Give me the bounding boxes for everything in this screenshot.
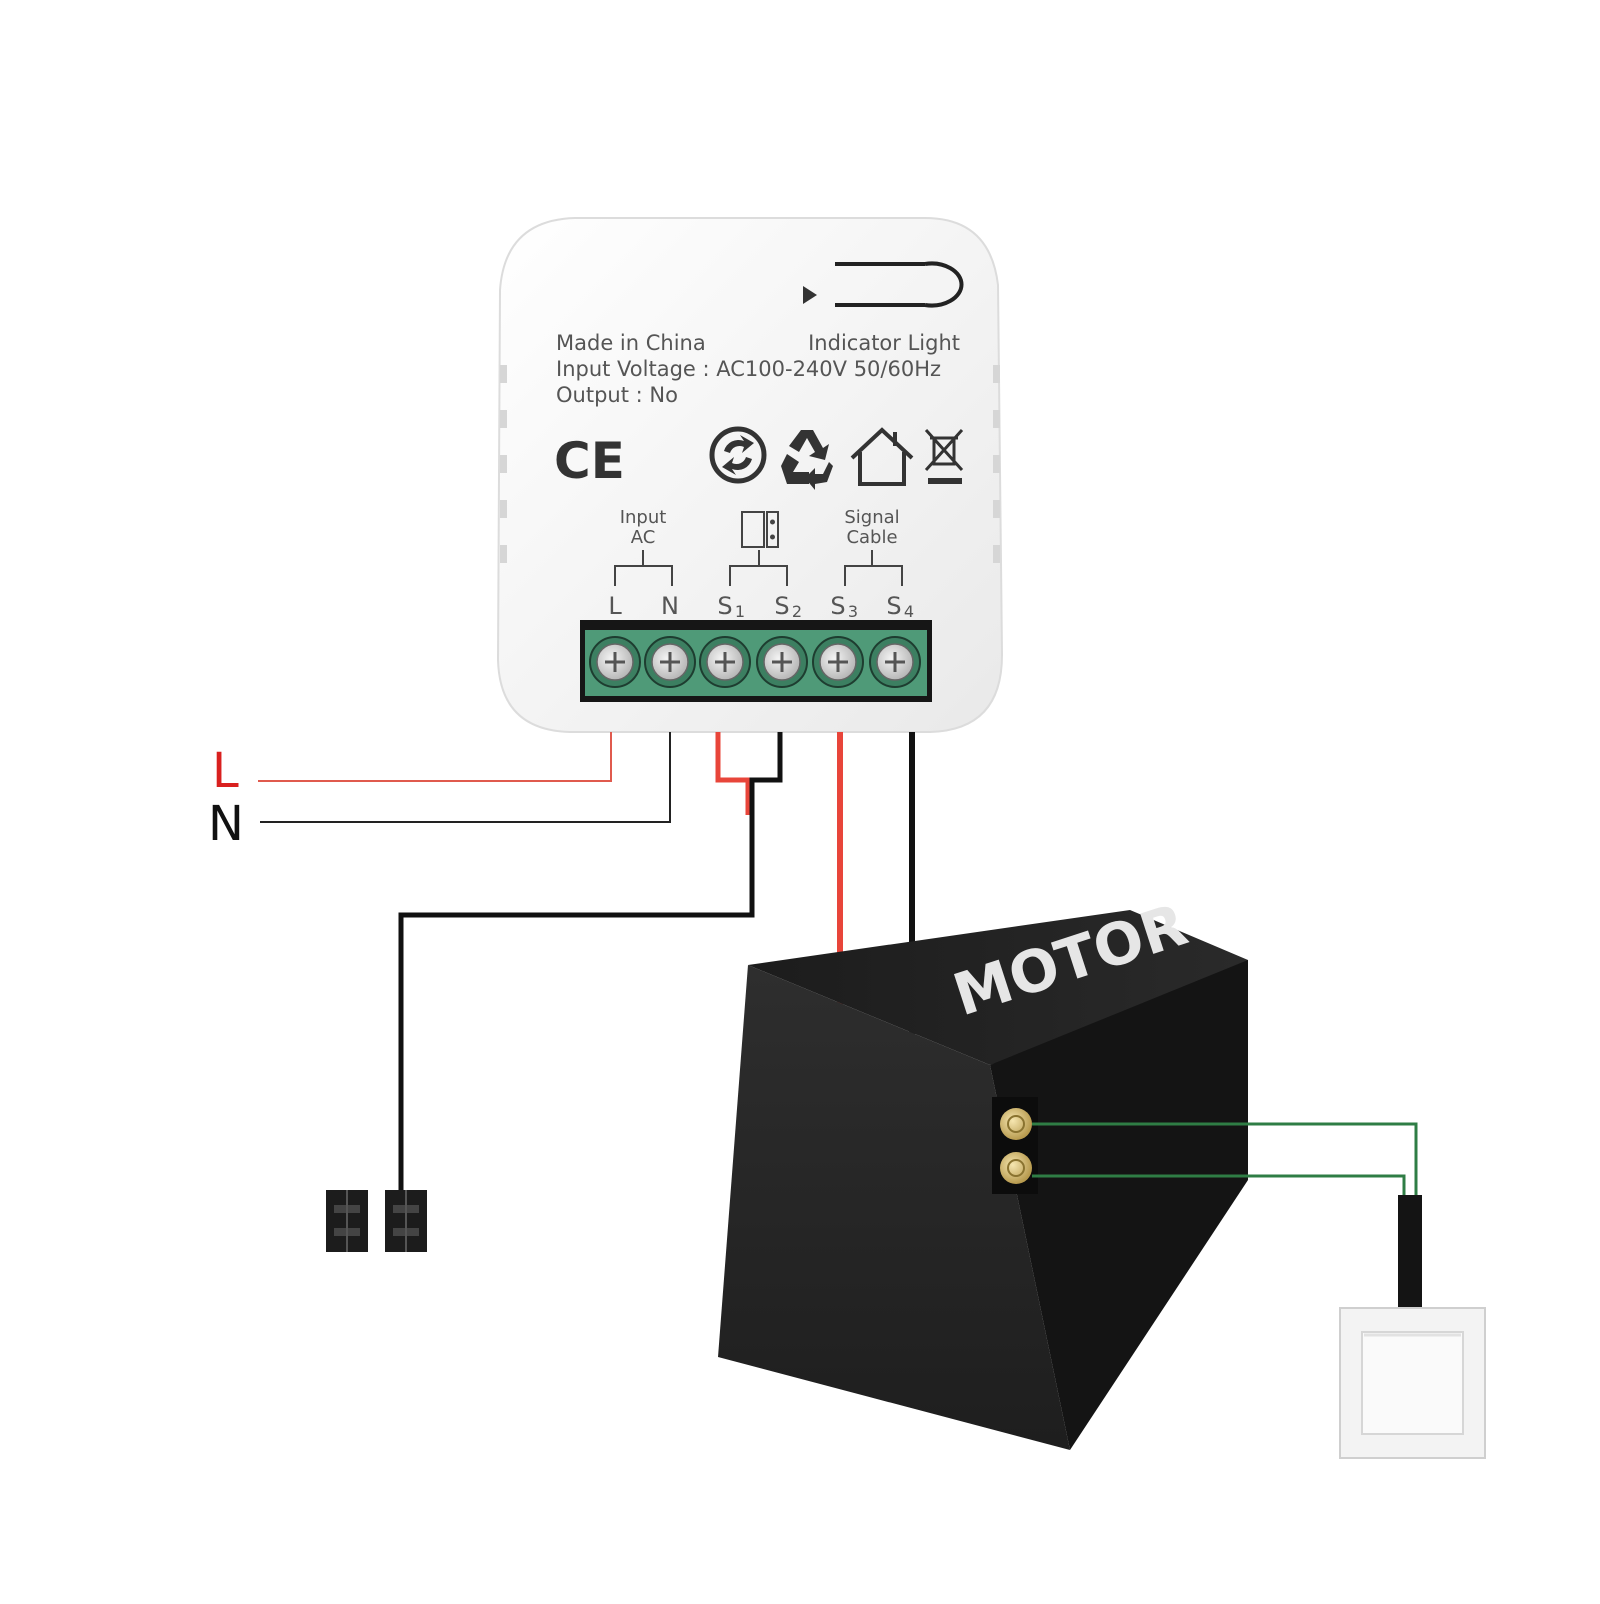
smart-module: Made in China Indicator Light Input Volt… — [496, 217, 1004, 733]
terminal-label-s2-sub: 2 — [792, 602, 802, 621]
terminal-label-s1: S — [717, 592, 732, 620]
terminal-labels: L N S 1 S 2 S 3 S 4 — [608, 592, 914, 621]
module-body — [496, 217, 1004, 733]
sensor-wire-red — [715, 732, 751, 815]
terminal-screw-s2 — [756, 636, 808, 688]
terminal-label-n: N — [661, 592, 679, 620]
door-sensor-mini-icon — [741, 511, 779, 548]
indicator-light-label: Indicator Light — [808, 331, 960, 355]
terminal-label-s4-sub: 4 — [904, 602, 914, 621]
live-wire — [258, 732, 612, 782]
terminal-label-s3: S — [830, 592, 845, 620]
signal-cable-label-line1: Signal — [844, 507, 899, 528]
neutral-wire — [260, 732, 671, 823]
terminal-label-s3-sub: 3 — [848, 602, 858, 621]
output-label: Output : No — [556, 383, 678, 407]
terminal-brackets — [614, 550, 903, 586]
input-ac-label-line1: Input — [620, 507, 667, 528]
door-sensor — [326, 1190, 427, 1252]
motor-unit: MOTOR — [718, 890, 1248, 1450]
sensor-wire-black — [398, 732, 783, 1200]
motor-side-face — [990, 960, 1248, 1450]
switch-wire-top — [1032, 1122, 1418, 1195]
wall-switch — [1339, 1307, 1486, 1459]
terminal-screw-l — [589, 636, 641, 688]
mains-neutral-label: N — [208, 796, 244, 852]
input-ac-label-line2: AC — [631, 527, 656, 548]
mains-live-label: L — [212, 743, 239, 799]
module-vents-right — [993, 365, 1000, 563]
green-dot-icon — [709, 426, 767, 484]
recycle-icon — [781, 430, 833, 490]
terminal-screw-s1 — [699, 636, 751, 688]
wall-switch-rocker — [1361, 1331, 1464, 1435]
switch-wire-bottom — [1032, 1174, 1406, 1195]
motor-terminal-top — [1000, 1108, 1032, 1140]
weee-bin-icon — [924, 428, 964, 484]
signal-cable-label-line2: Cable — [846, 527, 897, 548]
house-icon — [850, 427, 914, 486]
terminal-screws — [589, 636, 921, 688]
switch-wires — [1032, 1122, 1418, 1195]
terminal-label-l: L — [608, 592, 622, 620]
motor-front-face — [718, 965, 1070, 1450]
switch-cable-sheath — [1398, 1195, 1422, 1310]
made-in-label: Made in China — [556, 331, 706, 355]
motor-terminal-bottom — [1000, 1152, 1032, 1184]
terminal-label-s1-sub: 1 — [735, 602, 745, 621]
terminal-label-s2: S — [774, 592, 789, 620]
terminal-screw-n — [644, 636, 696, 688]
module-vents-left — [500, 365, 507, 563]
input-voltage-label: Input Voltage : AC100-240V 50/60Hz — [556, 357, 941, 381]
ce-mark: CE — [554, 432, 625, 490]
terminal-label-s4: S — [886, 592, 901, 620]
terminal-screw-s4 — [869, 636, 921, 688]
terminal-screw-s3 — [812, 636, 864, 688]
indicator-light-icon — [803, 261, 964, 308]
